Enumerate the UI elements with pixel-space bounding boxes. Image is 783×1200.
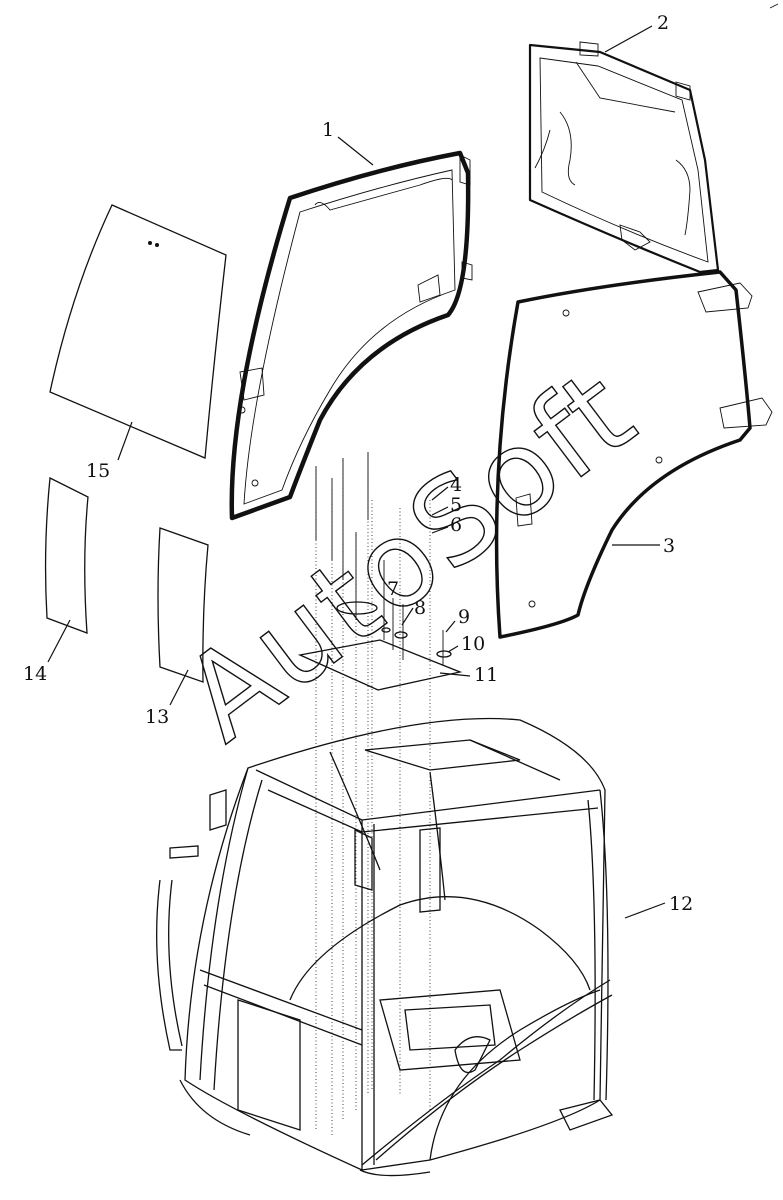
part-3-right-door-glass: [494, 270, 773, 639]
part-1-left-door: [229, 150, 473, 521]
callout-7: 7: [387, 578, 399, 600]
watermark-text: AutoSoft: [159, 343, 660, 768]
callout-1: 1: [322, 119, 334, 141]
callout-6: 6: [450, 514, 462, 536]
callout-leaders: [47, 25, 666, 919]
callout-11: 11: [474, 664, 498, 686]
callout-10: 10: [461, 633, 485, 655]
part-15-rear-glass: [49, 204, 227, 459]
part-12-cab-frame: [156, 717, 614, 1177]
part-11-roof-plate: [297, 639, 463, 691]
part-2-right-door-frame: [528, 41, 720, 274]
part-13-side-glass-panel: [157, 527, 209, 683]
callout-labels: 1 2 3 4 5 6 7 8 9 10 11 12 13 14 15: [23, 12, 693, 915]
callout-13: 13: [145, 706, 169, 728]
callout-2: 2: [657, 12, 669, 34]
part-14-side-glass-panel: [44, 476, 89, 634]
fastener-group: [315, 452, 452, 1135]
callout-8: 8: [414, 597, 426, 619]
callout-15: 15: [86, 460, 110, 482]
callout-5: 5: [450, 494, 462, 516]
callout-12: 12: [669, 893, 693, 915]
callout-14: 14: [23, 663, 47, 685]
corner-mark: [769, 3, 779, 9]
callout-4: 4: [450, 474, 462, 496]
callout-9: 9: [458, 606, 470, 628]
callout-3: 3: [663, 535, 675, 557]
